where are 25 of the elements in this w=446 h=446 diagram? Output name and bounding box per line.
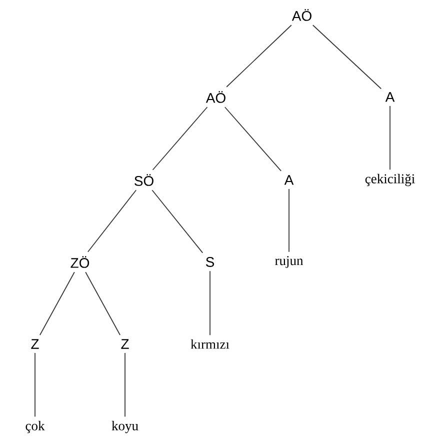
category-label: SÖ <box>134 174 154 186</box>
word-label: kırmızı <box>190 339 230 349</box>
category-label: S <box>206 257 214 267</box>
tree-branch <box>34 352 36 418</box>
category-label: AÖ <box>292 9 312 21</box>
tree-branch <box>288 188 290 252</box>
tree-branch <box>87 190 137 252</box>
word-label: rujun <box>275 256 304 268</box>
tree-branch <box>124 352 126 418</box>
tree-branch <box>152 190 204 254</box>
word-label: çok <box>26 420 45 434</box>
category-label: A <box>385 92 395 102</box>
category-label: ZÖ <box>70 256 90 268</box>
tree-branch <box>152 106 208 170</box>
tree-branch <box>40 272 75 336</box>
tree-branch <box>312 24 382 90</box>
category-label: AÖ <box>206 91 226 103</box>
tree-branch <box>85 272 120 336</box>
category-label: Z <box>121 339 129 349</box>
tree-branch <box>224 106 282 172</box>
word-label: çekiciliği <box>365 174 415 186</box>
word-label: koyu <box>112 420 138 434</box>
category-label: Z <box>31 339 39 349</box>
category-label: A <box>284 175 294 185</box>
tree-branch <box>226 24 292 88</box>
